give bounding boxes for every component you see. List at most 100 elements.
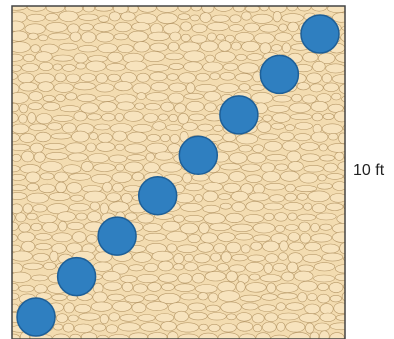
pebble (221, 251, 232, 263)
pebble (202, 61, 224, 73)
pebble (325, 63, 345, 74)
pebble (81, 332, 97, 339)
pebble (146, 64, 170, 72)
pebble (262, 240, 280, 252)
pebble (253, 183, 265, 195)
pebble (238, 144, 253, 153)
pebble (62, 64, 76, 72)
pebble (338, 83, 345, 95)
pebble (126, 131, 148, 143)
pebble (21, 63, 40, 72)
pebble (252, 144, 264, 153)
pebble (263, 262, 273, 274)
pebble (335, 264, 345, 274)
pebble (276, 321, 286, 332)
pebble (40, 172, 55, 181)
pebble (108, 201, 130, 213)
pebble (328, 103, 344, 113)
pebble (306, 72, 322, 84)
pebble (207, 312, 227, 321)
pebble (258, 133, 279, 141)
pebble (219, 202, 232, 210)
pebble (30, 223, 43, 232)
pebble (89, 201, 100, 211)
pebble (247, 254, 266, 262)
pebble (121, 281, 134, 292)
pebble (73, 52, 88, 64)
pebble (241, 40, 260, 52)
pebble (329, 332, 345, 339)
pebble (68, 314, 79, 323)
pebble (18, 284, 35, 293)
pebble (262, 321, 277, 333)
pebble (124, 143, 147, 154)
pebble (218, 193, 232, 200)
pebble (65, 142, 87, 154)
pebble (97, 43, 118, 53)
pebble (183, 253, 194, 263)
pebble (164, 52, 184, 61)
pebble (134, 102, 146, 110)
pebble (169, 31, 182, 42)
pebble (228, 24, 244, 32)
pebble (297, 6, 312, 12)
pebble (107, 51, 124, 63)
pebble (334, 110, 345, 123)
pebble (204, 102, 217, 112)
pebble (62, 122, 77, 134)
pebble (21, 240, 36, 252)
pebble (133, 283, 148, 294)
pebble (12, 154, 22, 162)
pebble (98, 15, 110, 23)
pebble (131, 172, 145, 182)
pebble (237, 62, 259, 74)
pebble (45, 152, 68, 161)
pebble (313, 262, 336, 272)
pebble (312, 203, 327, 214)
stepping-stone (178, 135, 219, 176)
pebble (299, 232, 311, 244)
pebble (112, 263, 129, 275)
pebble (120, 275, 138, 283)
pebble (195, 84, 218, 93)
pebble (87, 211, 102, 222)
pebble (12, 192, 27, 200)
pebble (287, 161, 304, 172)
pebble (350, 112, 365, 121)
pebble (331, 92, 342, 101)
pebble (317, 174, 327, 182)
pebble (323, 162, 338, 173)
pebble (272, 11, 282, 23)
pebble (259, 24, 279, 33)
pebble (124, 294, 145, 303)
pebble (327, 143, 345, 153)
pebble (78, 13, 99, 21)
pebble (190, 34, 207, 44)
pebble (200, 40, 219, 52)
pebble (15, 212, 27, 223)
pebble (329, 295, 342, 303)
pebble (317, 293, 330, 304)
pebble (321, 123, 343, 135)
pebble (351, 15, 359, 22)
pebble (303, 165, 324, 173)
pebble (319, 223, 333, 231)
pebble (147, 332, 168, 339)
pebble (329, 322, 345, 331)
pebble (166, 231, 188, 242)
pebble (240, 163, 261, 172)
pebble (12, 133, 20, 143)
pebble (179, 41, 201, 53)
pebble (151, 250, 174, 262)
pebble (298, 280, 318, 292)
pebble (304, 242, 322, 252)
pebble (12, 53, 24, 62)
pebble (245, 282, 267, 293)
pebble (65, 92, 78, 101)
pebble (284, 193, 297, 202)
pebble (12, 123, 30, 134)
pebble (235, 233, 253, 241)
pebble (223, 182, 241, 193)
pebble (175, 193, 195, 204)
pebble (346, 64, 361, 74)
